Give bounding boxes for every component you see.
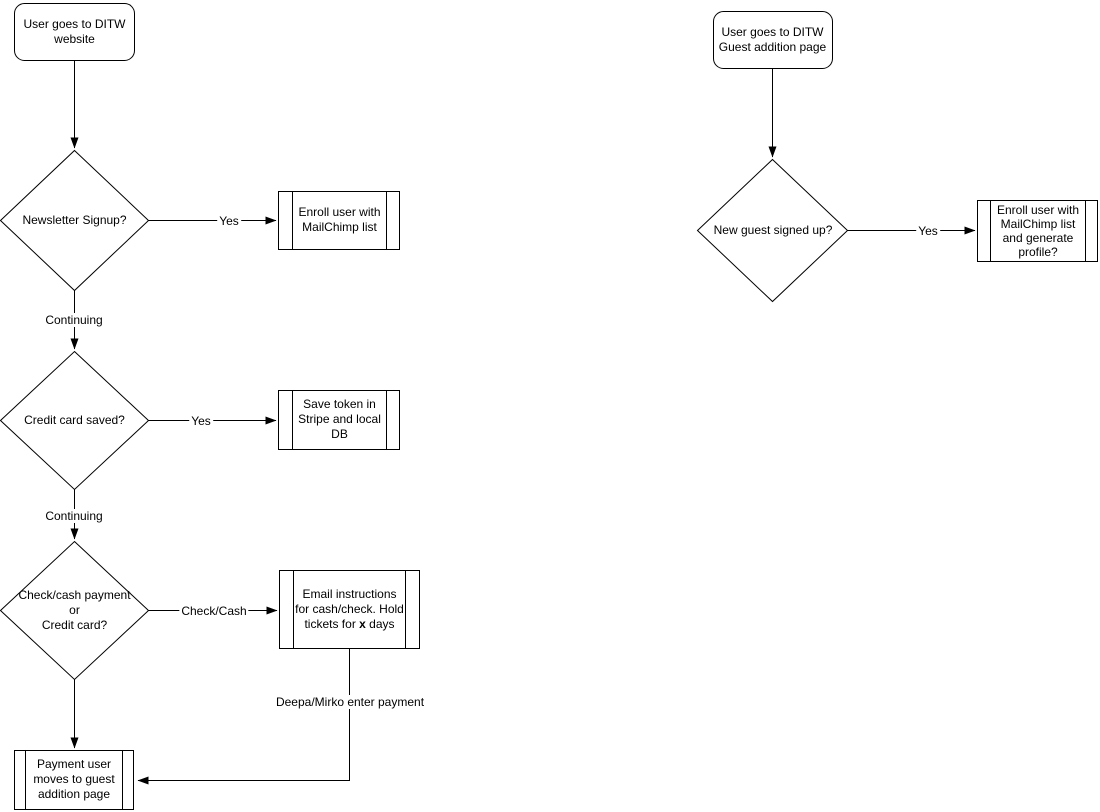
start-node-website <box>14 3 135 61</box>
edge-deepa-mirko <box>137 648 350 785</box>
decision-new-guest-signed-up <box>696 158 849 303</box>
process-email-instructions <box>279 570 420 649</box>
process-payment-guest-page <box>14 750 134 810</box>
start-node-guest-page <box>713 11 833 69</box>
process-save-token <box>278 390 400 450</box>
process-enroll-generate-profile <box>977 200 1098 262</box>
process-enroll-mailchimp <box>278 191 400 250</box>
decision-newsletter-signup <box>0 149 150 292</box>
decision-credit-card-saved <box>0 350 150 491</box>
decision-payment-method <box>0 540 150 681</box>
